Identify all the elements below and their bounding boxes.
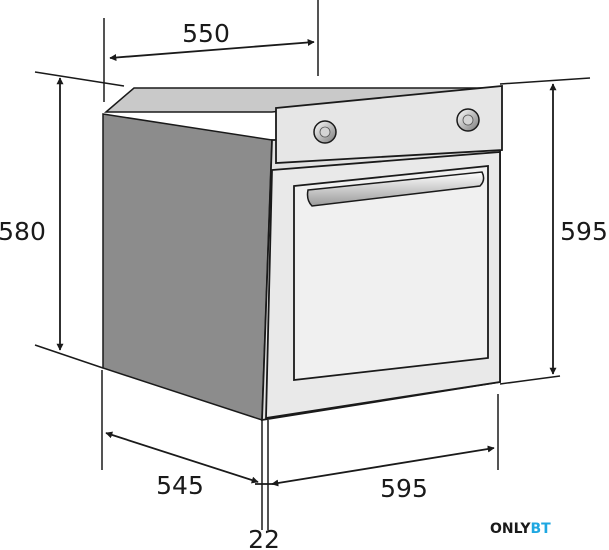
dim-label-right-height: 595 <box>560 217 608 246</box>
dim-line-bottom-depth <box>105 431 259 484</box>
dim-label-left-height: 580 <box>0 217 46 246</box>
dim-label-bottom-width: 595 <box>380 474 428 503</box>
brand-watermark-part2: BT <box>531 521 552 537</box>
brand-watermark-part1: ONLY <box>490 521 531 537</box>
dim-label-top-depth: 550 <box>182 19 230 48</box>
knob-icon <box>456 108 480 132</box>
oven-body <box>102 85 503 422</box>
brand-watermark: ONLYBT <box>490 521 551 537</box>
dim-line-top-depth <box>109 39 315 61</box>
dim-label-bottom-depth: 545 <box>156 471 204 500</box>
door-window <box>293 165 489 382</box>
control-panel <box>275 85 503 164</box>
dim-label-door-thickness: 22 <box>248 525 280 550</box>
oven-side-face <box>102 113 273 422</box>
dim-line-bottom-width <box>271 445 495 487</box>
extension-lines <box>34 0 591 530</box>
door-handle-icon <box>306 171 485 207</box>
knob-icon <box>313 120 337 144</box>
dimension-lines <box>56 39 557 487</box>
